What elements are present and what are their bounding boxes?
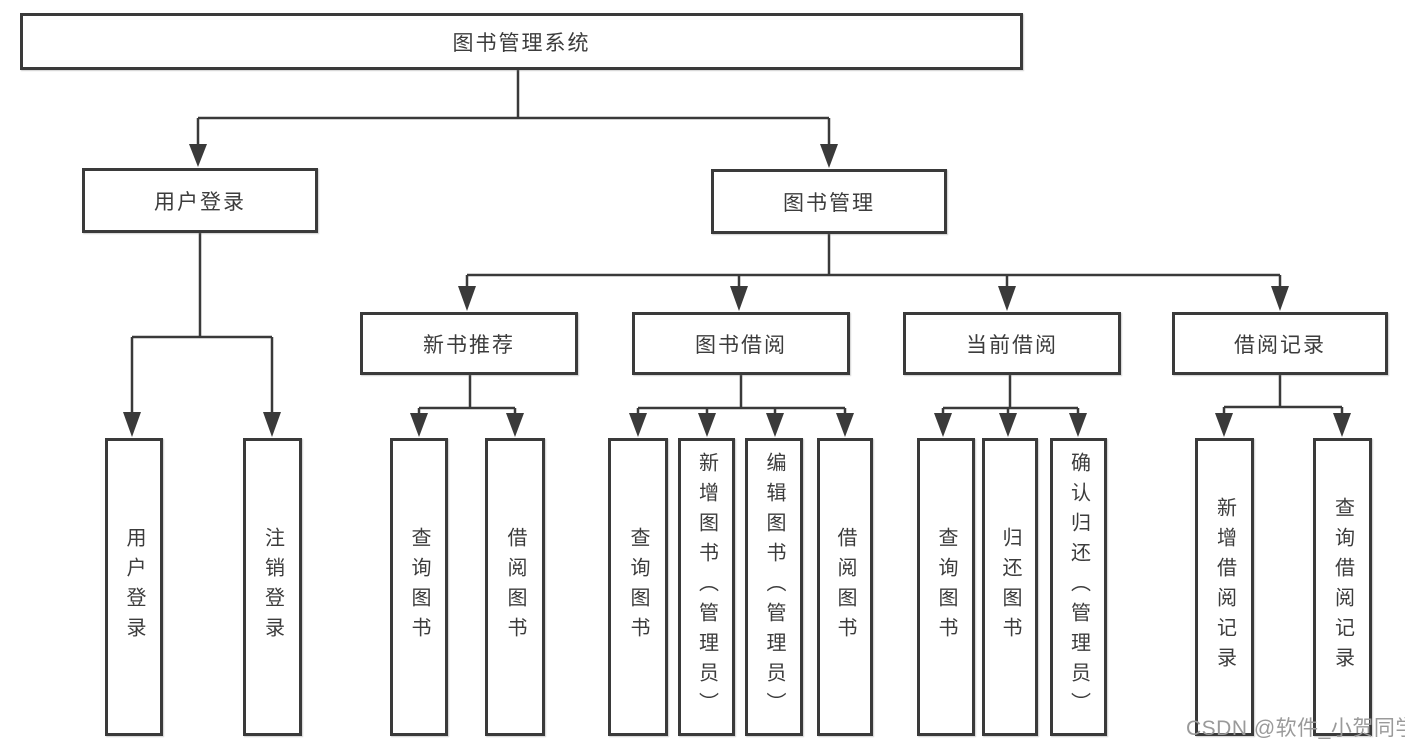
node-label: 图书管理系统 — [452, 31, 591, 55]
leaf-label: 编辑图书（管理员） — [763, 452, 785, 722]
leaf-add-books-admin: 新增图书（管理员） — [678, 438, 735, 736]
leaf-label: 查询图书 — [935, 527, 957, 647]
leaf-add-borrow-record: 新增借阅记录 — [1195, 438, 1254, 736]
node-new-book-recommend: 新书推荐 — [360, 312, 578, 375]
node-system-root: 图书管理系统 — [20, 13, 1023, 70]
arrowheads — [123, 144, 1351, 437]
leaf-logout: 注销登录 — [243, 438, 302, 736]
leaf-edit-books-admin: 编辑图书（管理员） — [745, 438, 803, 736]
csdn-watermark: CSDN @软件_小贺同学 — [1186, 717, 1405, 740]
node-label: 新书推荐 — [423, 333, 515, 357]
node-label: 借阅记录 — [1234, 333, 1326, 357]
leaf-label: 查询图书 — [408, 527, 430, 647]
leaf-query-books-current: 查询图书 — [917, 438, 975, 736]
node-label: 当前借阅 — [966, 333, 1058, 357]
leaf-user-login: 用户登录 — [105, 438, 163, 736]
leaf-label: 借阅图书 — [834, 527, 856, 647]
leaf-borrow-books-newbook: 借阅图书 — [485, 438, 545, 736]
leaf-label: 借阅图书 — [504, 527, 526, 647]
node-book-management: 图书管理 — [711, 169, 947, 234]
node-current-borrow: 当前借阅 — [903, 312, 1121, 375]
leaf-label: 查询图书 — [627, 527, 649, 647]
leaf-label: 新增图书（管理员） — [695, 452, 718, 722]
node-label: 图书管理 — [783, 191, 875, 215]
node-borrow-records: 借阅记录 — [1172, 312, 1388, 375]
node-label: 用户登录 — [154, 190, 246, 214]
leaf-label: 确认归还（管理员） — [1067, 452, 1090, 722]
leaf-label: 归还图书 — [999, 527, 1021, 647]
leaf-label: 用户登录 — [123, 527, 145, 647]
leaf-confirm-return-admin: 确认归还（管理员） — [1050, 438, 1107, 736]
node-book-borrow: 图书借阅 — [632, 312, 850, 375]
node-label: 图书借阅 — [695, 333, 787, 357]
leaf-query-borrow-record: 查询借阅记录 — [1313, 438, 1372, 736]
leaf-query-books-newbook: 查询图书 — [390, 438, 448, 736]
leaf-return-books: 归还图书 — [982, 438, 1038, 736]
leaf-query-books-borrow: 查询图书 — [608, 438, 668, 736]
leaf-label: 注销登录 — [261, 527, 284, 647]
leaf-label: 查询借阅记录 — [1331, 497, 1354, 677]
node-user-login: 用户登录 — [82, 168, 318, 233]
leaf-borrow-books: 借阅图书 — [817, 438, 873, 736]
leaf-label: 新增借阅记录 — [1213, 497, 1236, 677]
